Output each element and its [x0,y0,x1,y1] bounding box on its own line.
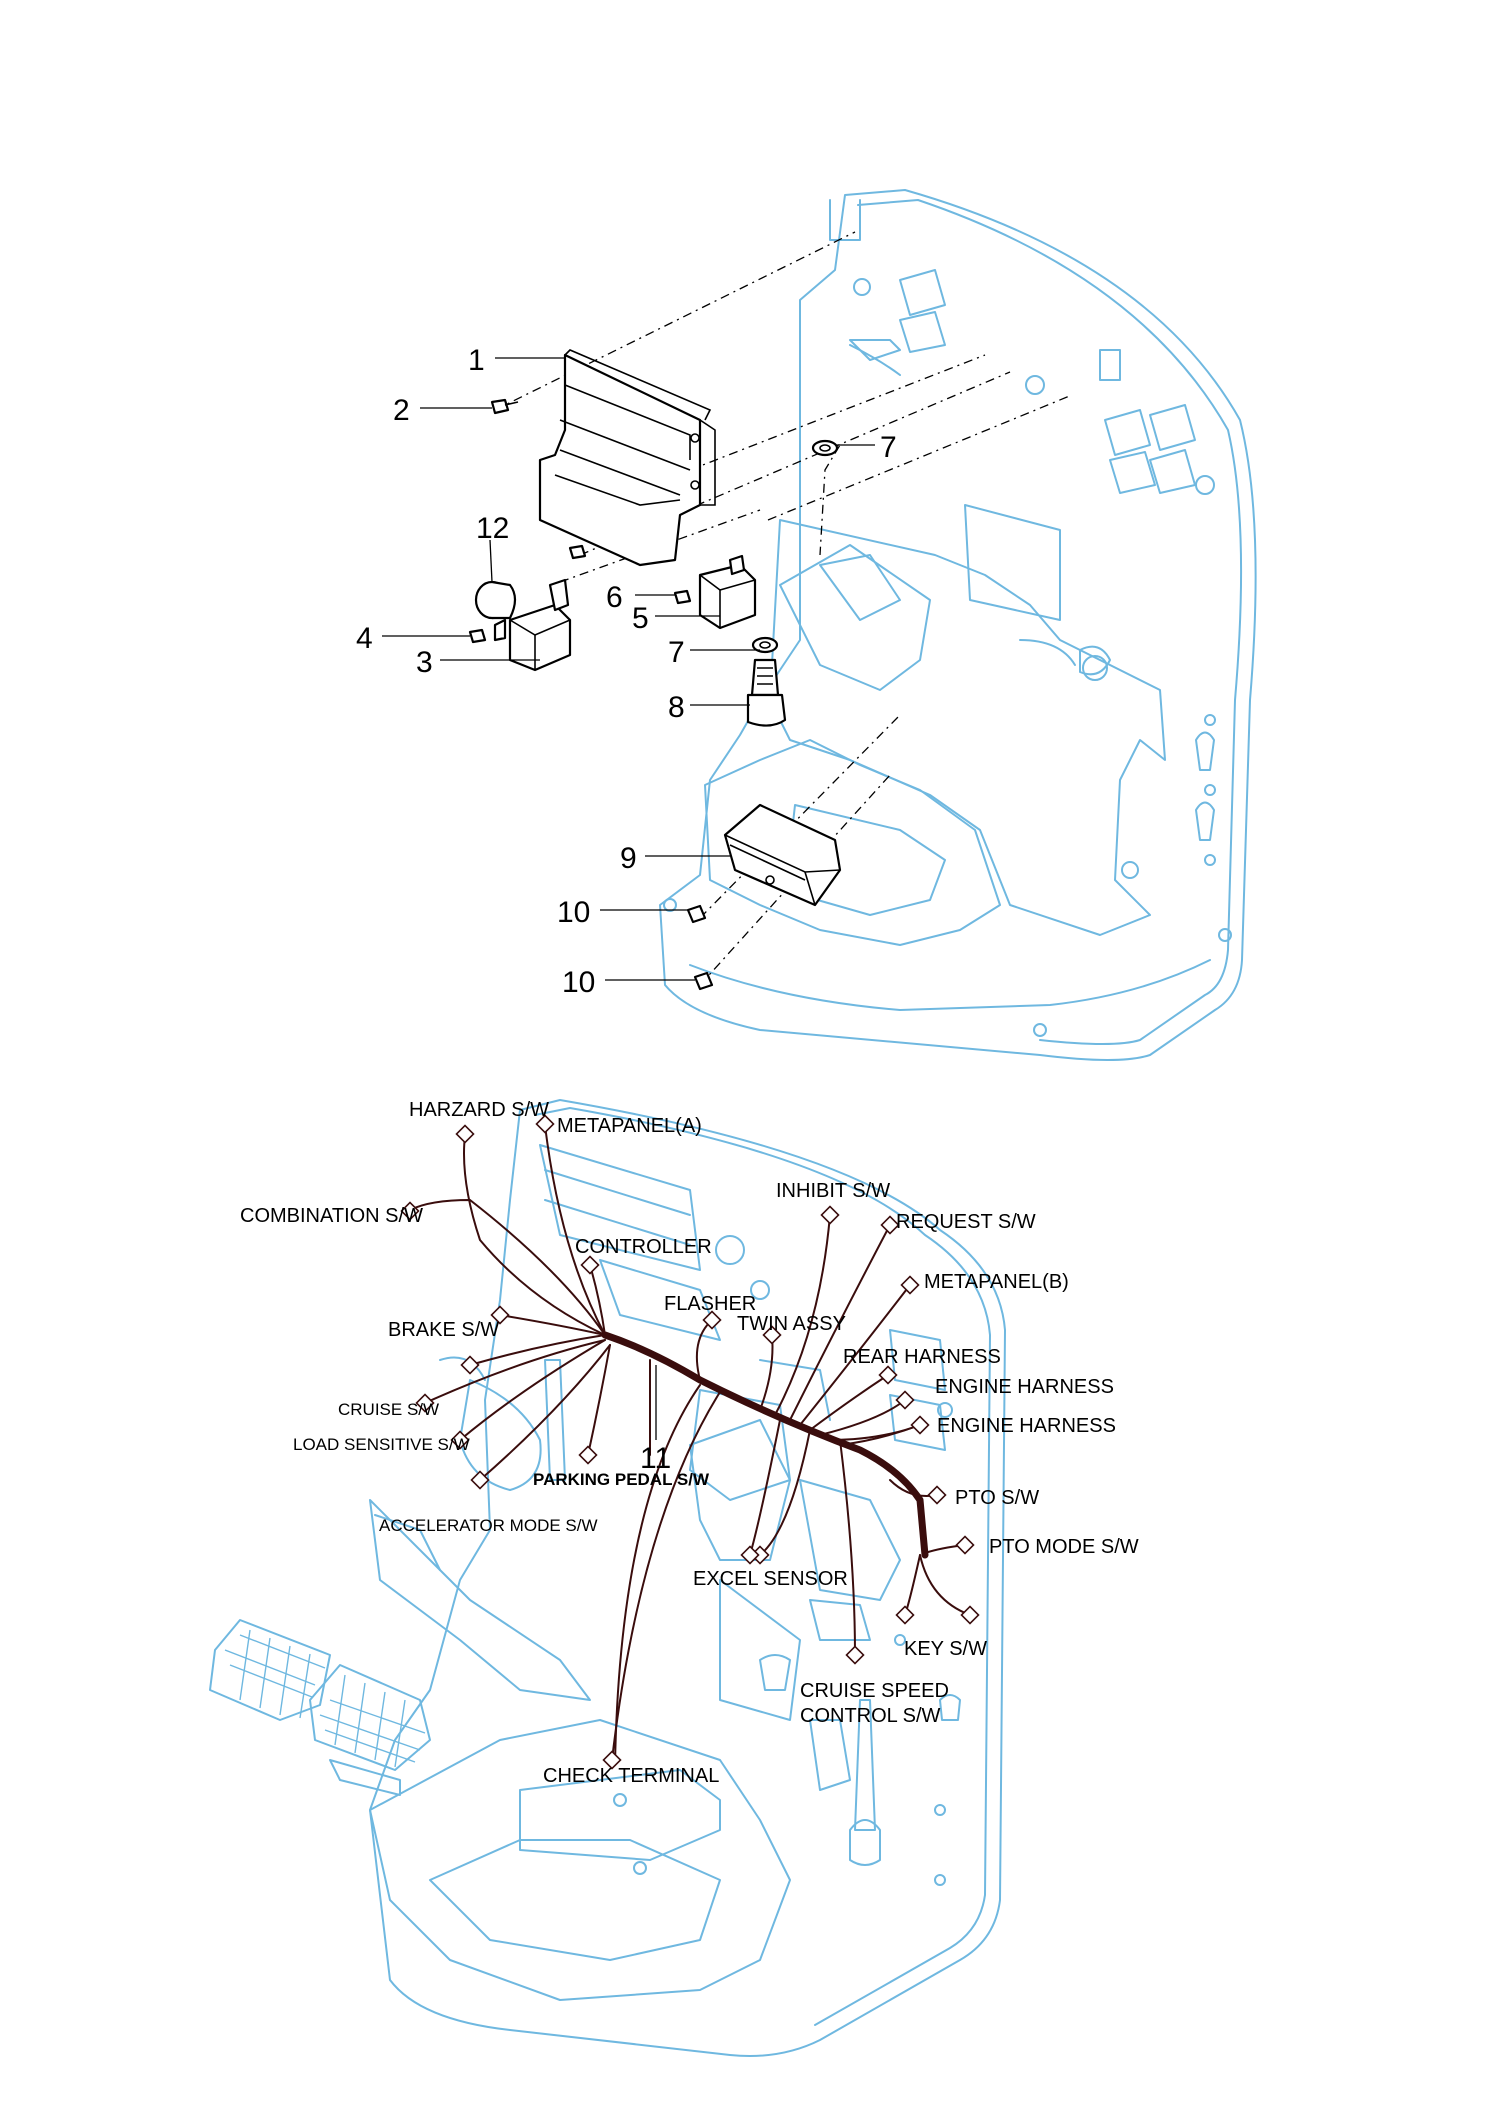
label-parking-pedal-sw: PARKING PEDAL S/W [533,1470,710,1489]
label-accelerator-mode-sw: ACCELERATOR MODE S/W [379,1516,598,1535]
label-harzard-sw: HARZARD S/W [409,1099,549,1121]
callout-8: 8 [668,691,685,724]
pedal-left-outline [209,1619,331,1721]
controller-part [538,349,716,567]
label-request-sw: REQUEST S/W [896,1211,1036,1233]
top-frame-outline [659,189,1257,1061]
label-pto-mode-sw: PTO MODE S/W [989,1536,1139,1558]
callout-2: 2 [393,394,410,427]
label-combination-sw: COMBINATION S/W [240,1205,423,1227]
callout-10a: 10 [557,896,590,929]
bolt-part-2 [490,398,519,415]
wire-harness [409,1124,971,1766]
label-twin-assy: TWIN ASSY [737,1313,846,1335]
callout-5: 5 [632,602,649,635]
washer-part-7a [811,439,839,457]
bolt-part-10a [686,904,707,924]
callout-leaders [382,357,875,981]
callout-12: 12 [476,512,509,545]
relay-part-5 [698,554,757,630]
bolt-part-4 [468,628,487,644]
callout-10b: 10 [562,966,595,999]
label-metapanel-a: METAPANEL(A) [557,1115,702,1137]
label-cruise-speed-2: CONTROL S/W [800,1705,940,1727]
label-metapanel-b: METAPANEL(B) [924,1271,1069,1293]
label-pto-sw: PTO S/W [955,1487,1039,1509]
control-box-part-9 [723,803,842,907]
washer-part-7b [751,636,779,654]
callout-9: 9 [620,842,637,875]
exploded-parts [468,231,1073,991]
callout-3: 3 [416,646,433,679]
bolt-part-under-controller [568,544,587,560]
label-brake-sw: BRAKE S/W [388,1319,499,1341]
callout-4: 4 [356,622,373,655]
label-flasher: FLASHER [664,1293,756,1315]
buzzer-part-12 [474,580,517,620]
bottom-frame-outline [209,1099,1006,2057]
callout-numbers: 1 2 12 3 4 5 6 7 7 8 9 10 10 [356,344,897,999]
switch-part-8 [746,658,787,727]
label-key-sw: KEY S/W [904,1638,987,1660]
callout-6: 6 [606,581,623,614]
label-engine-harness-1: ENGINE HARNESS [935,1376,1114,1398]
bolt-part-10b [693,971,714,991]
bolt-part-6 [673,589,692,605]
callout-7b: 7 [668,636,685,669]
label-cruise-sw: CRUISE S/W [338,1400,439,1419]
label-load-sensitive-sw: LOAD SENSITIVE S/W [293,1435,470,1454]
label-inhibit-sw: INHIBIT S/W [776,1180,890,1202]
label-check-terminal: CHECK TERMINAL [543,1765,719,1787]
pedal-right-outline [309,1664,431,1771]
label-excel-sensor: EXCEL SENSOR [693,1568,848,1590]
callout-1: 1 [468,344,485,377]
flasher-part-3 [493,578,572,672]
callout-7a: 7 [880,431,897,464]
label-cruise-speed-1: CRUISE SPEED [800,1680,949,1702]
label-engine-harness-2: ENGINE HARNESS [937,1415,1116,1437]
label-rear-harness: REAR HARNESS [843,1346,1001,1368]
callout-11: 11 [640,1442,671,1475]
harness-labels: HARZARD S/W METAPANEL(A) COMBINATION S/W… [240,1099,1139,1787]
harness-connectors [400,1114,980,1770]
label-controller: CONTROLLER [575,1236,712,1258]
